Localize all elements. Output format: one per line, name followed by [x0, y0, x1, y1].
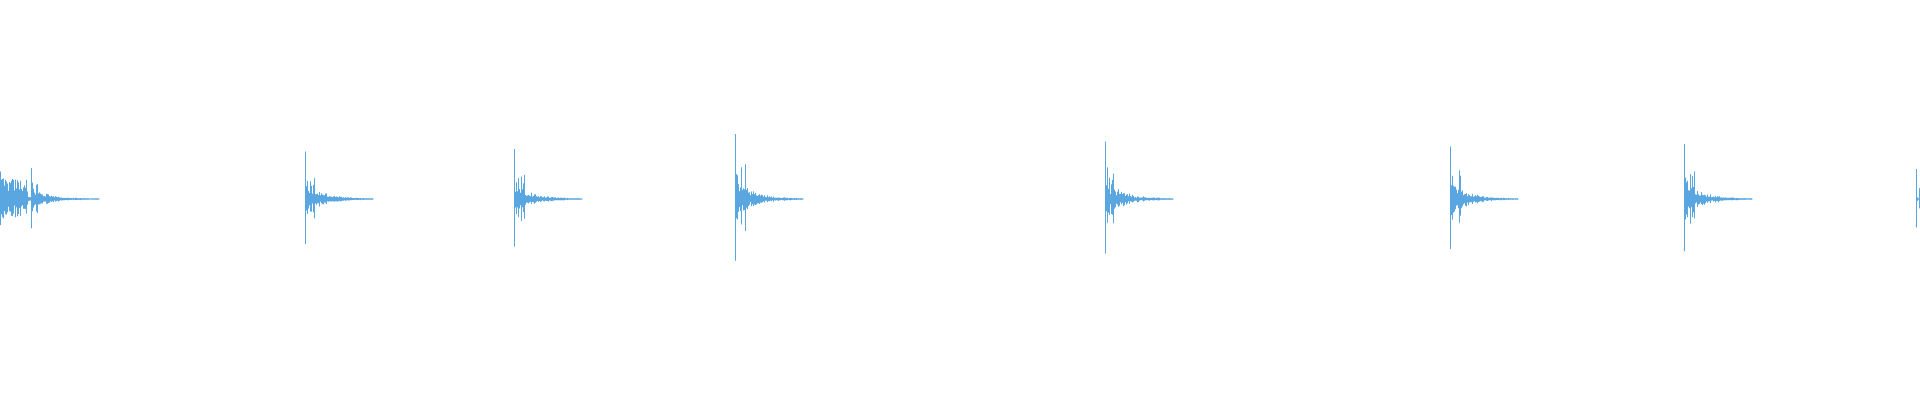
waveform-transient [1105, 141, 1174, 254]
waveform-transient [1684, 144, 1753, 252]
waveform-transient [1450, 146, 1519, 249]
waveform-transient [305, 151, 374, 245]
waveform-decay [306, 178, 373, 219]
waveform-decay [1685, 171, 1752, 224]
waveform-decay [1106, 167, 1173, 224]
waveform-transient [735, 134, 804, 261]
waveform-transient [1916, 169, 1920, 228]
waveform-decay [515, 174, 582, 221]
waveform-decay [736, 164, 803, 231]
waveform-decay [1451, 170, 1518, 223]
waveform-decay [32, 182, 99, 214]
waveform-transient [514, 149, 583, 247]
waveform-transient [31, 168, 100, 229]
